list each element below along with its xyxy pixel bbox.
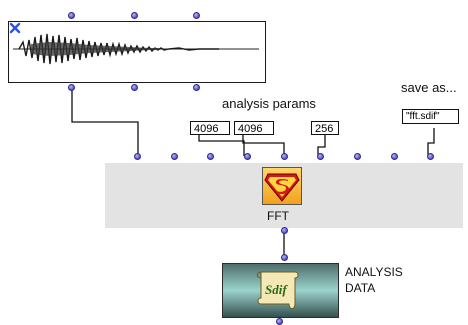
fft-inlet[interactable] (207, 153, 214, 160)
fft-inlet[interactable] (244, 153, 251, 160)
analysis-params-label: analysis params (222, 96, 316, 111)
analysis-data-label-line2: DATA (345, 281, 376, 295)
fft-inlet[interactable] (171, 153, 178, 160)
sound-outlet[interactable] (131, 84, 138, 91)
window-size-box[interactable]: 4096 (234, 121, 274, 135)
sound-outlet[interactable] (193, 84, 200, 91)
sdif-inlet[interactable] (281, 254, 288, 261)
filename-box[interactable]: "fft.sdif" (402, 109, 459, 124)
superman-logo-icon[interactable] (262, 167, 302, 205)
sound-outlet[interactable] (68, 84, 75, 91)
save-connection (427, 128, 435, 156)
fft-inlet[interactable] (317, 153, 324, 160)
sdif-outlet[interactable] (276, 318, 283, 325)
sound-inlet[interactable] (131, 12, 138, 19)
save-as-label: save as... (401, 80, 457, 95)
fft-label: FFT (267, 209, 289, 223)
sound-to-fft-connection (71, 88, 139, 156)
fft-inlet[interactable] (134, 153, 141, 160)
svg-text:Sdif: Sdif (265, 282, 288, 297)
fft-size-box[interactable]: 4096 (190, 121, 230, 135)
window-size-connection (242, 135, 285, 156)
fft-inlet[interactable] (391, 153, 398, 160)
sound-inlet[interactable] (193, 12, 200, 19)
close-icon[interactable] (9, 22, 21, 34)
fft-inlet[interactable] (281, 153, 288, 160)
fft-outlet[interactable] (281, 227, 288, 234)
step-connection (317, 135, 326, 156)
waveform-icon (13, 33, 259, 65)
fft-inlet[interactable] (427, 153, 434, 160)
sound-box[interactable] (8, 21, 266, 83)
sdif-file-icon[interactable]: Sdif (222, 263, 339, 318)
analysis-data-label-line1: ANALYSIS (345, 265, 403, 279)
step-size-box[interactable]: 256 (311, 121, 339, 135)
fft-inlet[interactable] (354, 153, 361, 160)
fft-size-connection (198, 135, 245, 156)
sound-inlet[interactable] (68, 12, 75, 19)
